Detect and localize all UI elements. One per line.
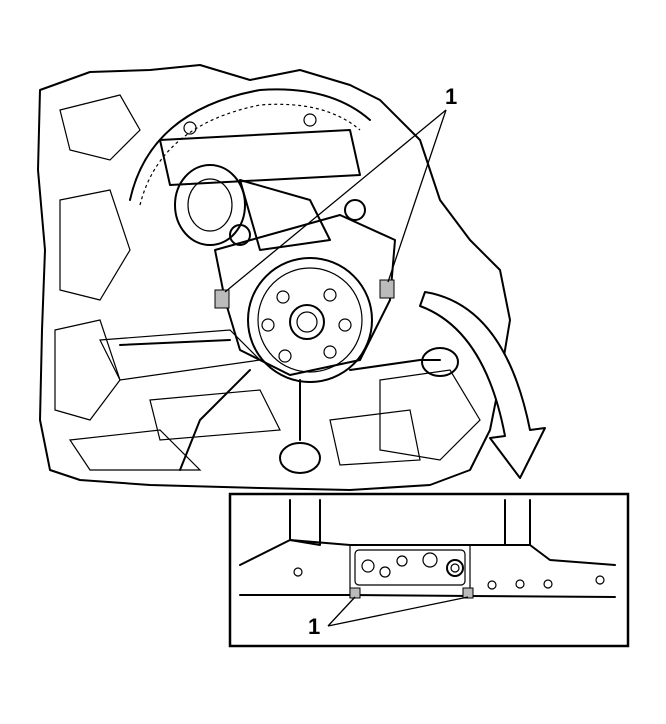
inset-leader-right [327,596,469,627]
main-callout: 1 [224,84,457,293]
inset-frame [228,492,630,648]
callout-number-inset: 1 [308,614,320,639]
inset-sealant-right [462,587,474,599]
inset-detail: 1 [228,492,630,648]
leader-line-left [224,109,447,293]
ring-gear [129,88,371,206]
crankshaft [159,113,361,251]
bracket-spokes [119,339,459,474]
sealant-bead-left [214,289,230,309]
inset-leader-left [327,596,356,627]
sealant-bead-right [379,279,395,299]
rear-seal-housing [214,199,396,383]
detail-arrow [419,291,546,479]
callout-number-main: 1 [445,84,457,109]
leader-line-right [387,109,447,283]
inset-sealant-left [349,587,361,599]
